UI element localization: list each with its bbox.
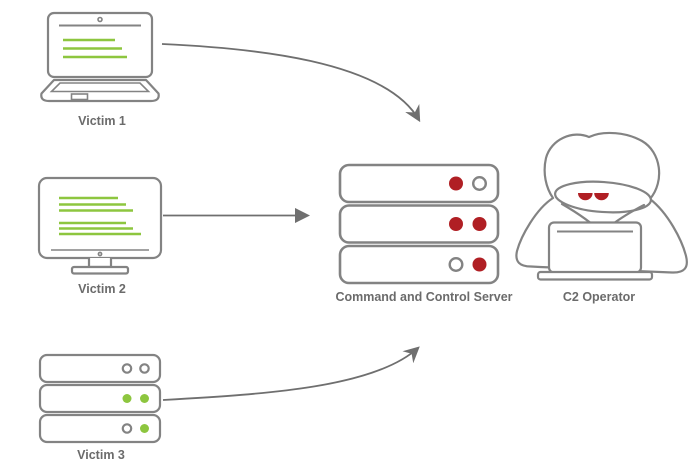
- led-indicator: [140, 394, 149, 403]
- hacker-left-eye: [578, 193, 593, 201]
- operator-laptop-base: [536, 270, 654, 281]
- led-indicator: [449, 217, 463, 231]
- led-indicator: [472, 257, 487, 272]
- led-indicator: [139, 363, 150, 374]
- led-indicator: [121, 423, 133, 434]
- hacker-right-eye: [594, 193, 609, 201]
- server-unit: [338, 163, 500, 204]
- c2-server-label: Command and Control Server: [335, 290, 512, 304]
- server-unit: [338, 244, 500, 285]
- led-indicator: [122, 394, 132, 403]
- node-victim-2: Victim 2: [37, 176, 163, 296]
- server-stack-icon: [38, 353, 162, 444]
- laptop-icon: [40, 11, 160, 103]
- server-unit: [38, 353, 162, 384]
- arrow-victim1-to-c2: [161, 43, 421, 123]
- led-indicator: [472, 217, 487, 231]
- server-unit: [38, 413, 162, 444]
- laptop-trackpad: [70, 93, 89, 101]
- node-c2-operator: C2 Operator: [515, 131, 688, 304]
- laptop-camera-dot: [97, 16, 103, 23]
- node-victim-1: Victim 1: [40, 11, 160, 128]
- arrow-victim3-to-c2: [162, 346, 420, 401]
- led-indicator: [121, 363, 133, 374]
- operator-laptop-screen: [547, 221, 643, 274]
- edges: [161, 43, 421, 401]
- laptop-keyboard: [49, 82, 151, 93]
- hacker-icon: [515, 131, 688, 281]
- server-unit: [38, 383, 162, 414]
- laptop-base: [40, 78, 160, 103]
- monitor-logo-dot: [97, 251, 103, 257]
- victim2-label: Victim 2: [78, 282, 126, 296]
- node-victim-3: Victim 3: [38, 353, 162, 462]
- monitor-stand-base: [70, 265, 130, 275]
- monitor-screen: [37, 176, 163, 260]
- led-indicator: [448, 257, 464, 273]
- c2-server-icon: [338, 163, 500, 285]
- led-indicator: [472, 175, 488, 191]
- monitor-stand-neck: [87, 258, 113, 269]
- led-indicator: [140, 424, 149, 433]
- victim1-label: Victim 1: [78, 114, 126, 128]
- victim3-label: Victim 3: [77, 448, 125, 462]
- laptop-screen: [46, 11, 154, 79]
- monitor-icon: [37, 176, 163, 275]
- server-unit: [338, 204, 500, 244]
- led-indicator: [449, 176, 463, 191]
- node-c2-server: Command and Control Server: [335, 163, 513, 304]
- c2-operator-label: C2 Operator: [563, 290, 635, 304]
